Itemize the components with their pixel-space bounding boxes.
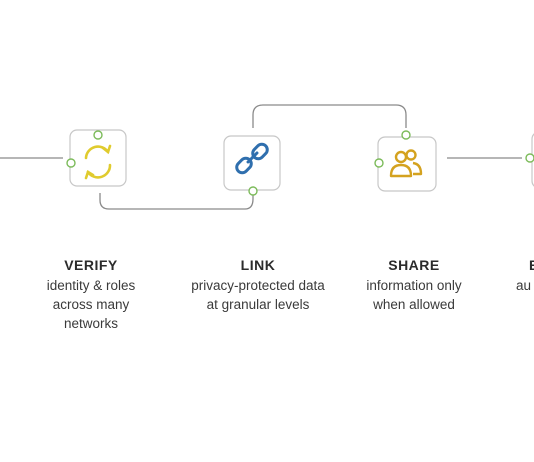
chain-link-icon	[235, 142, 269, 175]
verify-box	[69, 129, 127, 187]
refresh-cycle-icon	[84, 144, 112, 180]
share-title: SHARE	[388, 257, 440, 273]
share-description: information only when allowed	[366, 278, 462, 312]
partial-label: E au	[498, 257, 534, 295]
verify-title: VERIFY	[64, 257, 118, 273]
verify-label: VERIFY identity & roles across many netw…	[11, 257, 171, 333]
users-icon	[389, 149, 423, 178]
link-node	[223, 135, 281, 196]
partial-description: au	[516, 278, 532, 293]
share-port-left	[374, 158, 384, 168]
verify-port-left	[66, 158, 76, 168]
verify-description: identity & roles across many networks	[46, 278, 136, 331]
partial-port-left	[525, 153, 534, 163]
partial-node	[525, 133, 534, 187]
verify-node	[66, 129, 127, 187]
link-description: privacy-protected data at granular level…	[191, 278, 325, 312]
share-box	[377, 136, 437, 192]
link-title: LINK	[240, 257, 276, 273]
partial-title: E	[529, 257, 534, 273]
connector-verify-link	[99, 193, 254, 210]
share-label: SHARE information only when allowed	[334, 257, 494, 314]
link-port-bottom	[248, 186, 258, 196]
share-port-top	[401, 130, 411, 140]
verify-port-top	[93, 130, 103, 140]
share-node	[374, 130, 437, 192]
link-label: LINK privacy-protected data at granular …	[178, 257, 338, 314]
connector-link-share	[252, 104, 407, 128]
